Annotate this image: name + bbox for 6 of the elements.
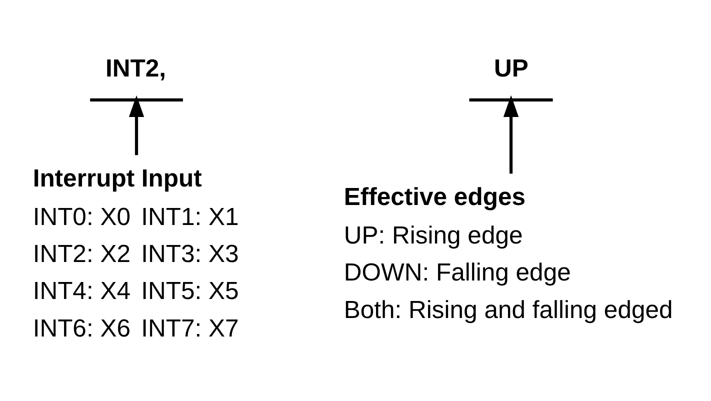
arrow	[128, 95, 144, 156]
arrow	[503, 95, 519, 174]
node-text: Effective edges UP: Rising edge DOWN: Falling edge Both: Rising and falling edged	[344, 184, 673, 324]
node-text: INT2,	[106, 55, 166, 82]
node-text: Interrupt Input INT0: X0 INT1: X1 INT2: X2 INT3: X3 INT4: X4 INT5: X5 INT6: X6 INT7: X7	[32, 165, 239, 342]
node-text: UP	[494, 55, 528, 82]
